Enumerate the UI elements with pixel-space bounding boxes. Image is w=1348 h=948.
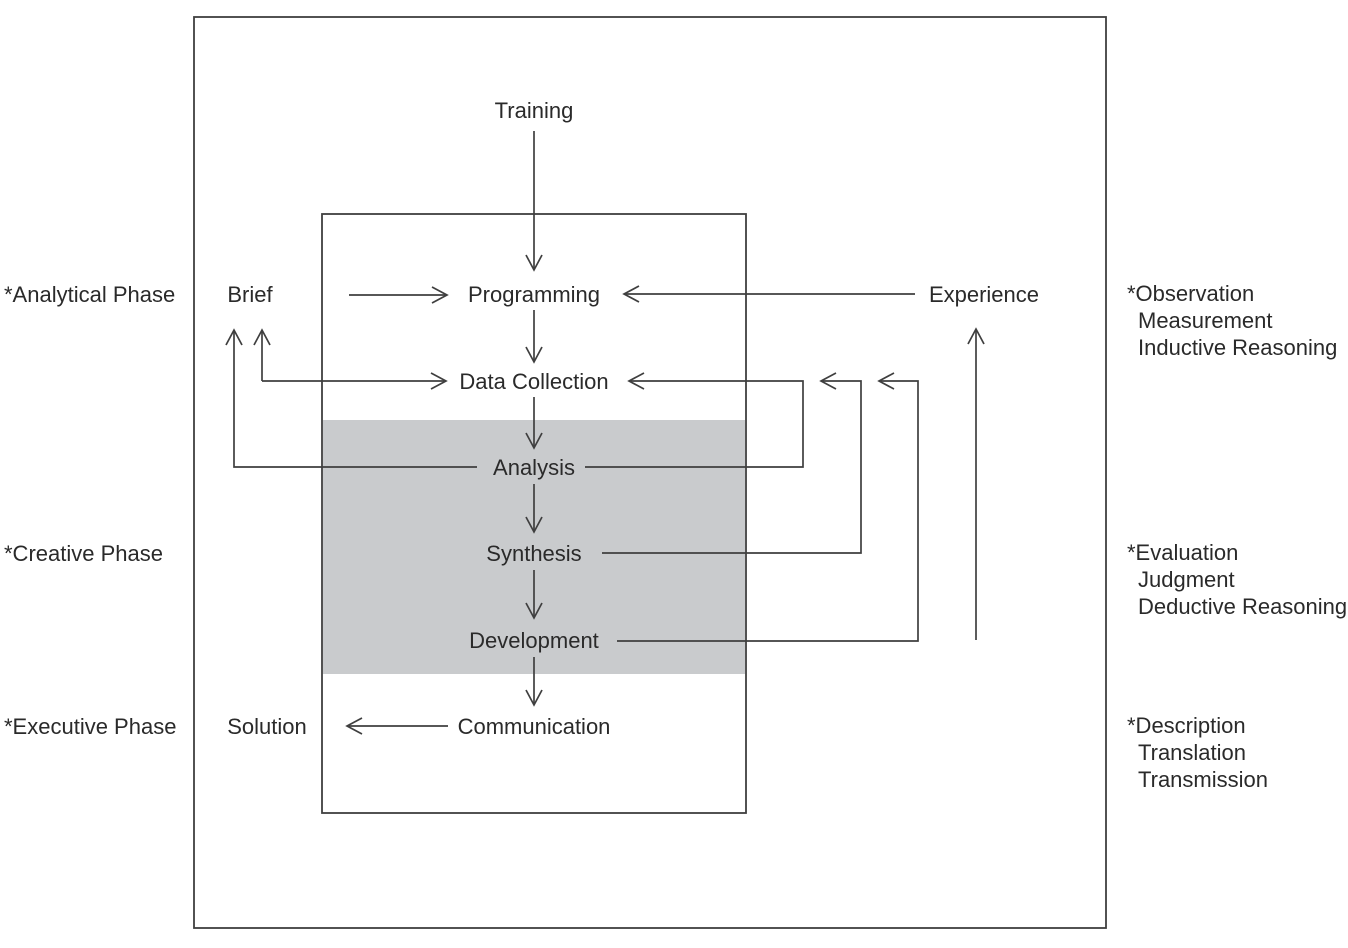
annotation-measurement: Measurement	[1138, 308, 1273, 333]
annotation-inductive-reasoning: Inductive Reasoning	[1138, 335, 1337, 360]
node-brief: Brief	[227, 282, 273, 307]
node-communication: Communication	[458, 714, 611, 739]
arrow-analysis-to-brief-feedback	[225, 328, 477, 468]
phase-creative-label: *Creative Phase	[4, 541, 163, 566]
annotation-translation: Translation	[1138, 740, 1246, 765]
creative-phase-shaded-region	[323, 420, 745, 674]
arrow-synthesis-to-data-collection-feedback	[602, 372, 862, 554]
node-development: Development	[469, 628, 599, 653]
node-programming: Programming	[468, 282, 600, 307]
outer-frame	[193, 16, 1107, 929]
node-training: Training	[495, 98, 574, 123]
annotation-evaluation: *Evaluation	[1127, 540, 1238, 565]
annotation-transmission: Transmission	[1138, 767, 1268, 792]
phase-analytical-label: *Analytical Phase	[4, 282, 175, 307]
node-solution: Solution	[227, 714, 307, 739]
annotation-observation: *Observation	[1127, 281, 1254, 306]
node-experience: Experience	[929, 282, 1039, 307]
node-synthesis: Synthesis	[486, 541, 581, 566]
arrow-analysis-to-data-collection-feedback	[585, 372, 804, 468]
annotation-judgment: Judgment	[1138, 567, 1235, 592]
annotation-deductive-reasoning: Deductive Reasoning	[1138, 594, 1347, 619]
node-analysis: Analysis	[493, 455, 575, 480]
annotation-description: *Description	[1127, 713, 1246, 738]
phase-executive-label: *Executive Phase	[4, 714, 176, 739]
node-data-collection: Data Collection	[459, 369, 608, 394]
arrow-development-to-data-collection-feedback	[617, 372, 919, 642]
